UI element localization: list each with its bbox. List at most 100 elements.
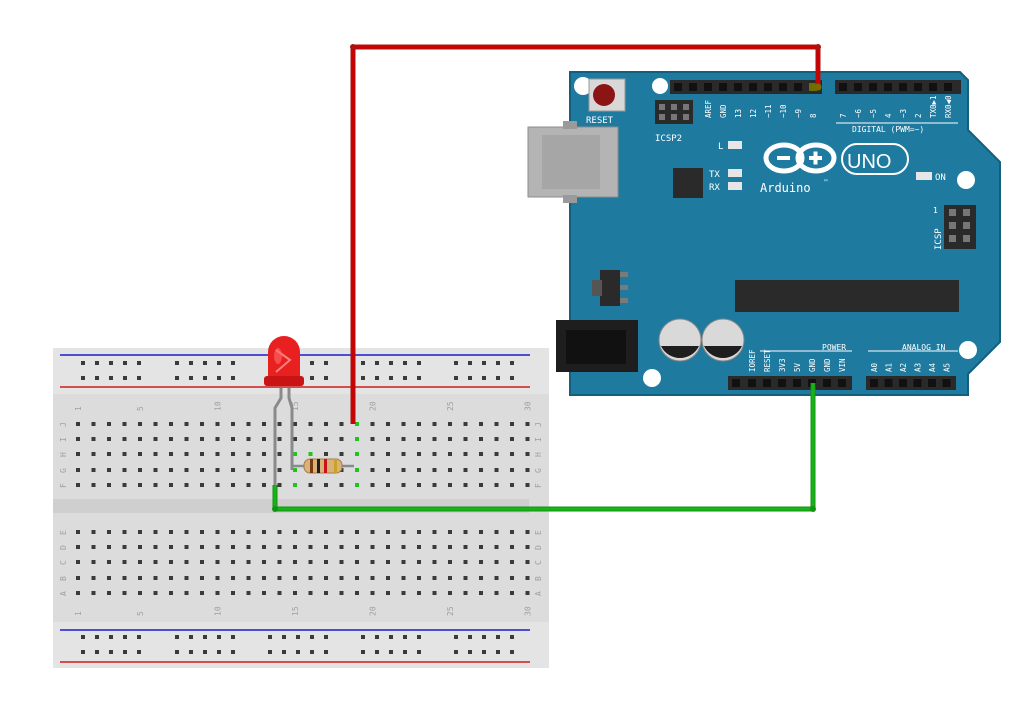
- breadboard-hole: [386, 422, 390, 426]
- row-letter: B: [534, 576, 543, 581]
- analog-pin[interactable]: [928, 379, 936, 387]
- breadboard-hole: [91, 452, 96, 456]
- digital-pin-label: ~3: [899, 109, 908, 118]
- digital-pin[interactable]: [719, 83, 727, 91]
- digital-pin[interactable]: [914, 83, 922, 91]
- rail-hole: [482, 650, 486, 654]
- analog-pin[interactable]: [884, 379, 893, 387]
- breadboard-hole: [479, 437, 483, 441]
- breadboard-hole: [153, 591, 158, 595]
- rail-hole: [217, 650, 221, 654]
- power-pin[interactable]: [838, 379, 846, 387]
- digital-pin-label: GND: [719, 104, 728, 118]
- breadboard-hole: [184, 560, 189, 564]
- analog-pin[interactable]: [942, 379, 951, 387]
- breadboard-hole: [432, 422, 437, 426]
- digital-pin[interactable]: [929, 83, 937, 91]
- breadboard-hole: [91, 437, 96, 441]
- breadboard-hole: [200, 483, 204, 487]
- breadboard-hole: [215, 545, 220, 549]
- digital-pin[interactable]: [944, 83, 952, 91]
- breadboard-hole: [246, 483, 251, 487]
- digital-pin[interactable]: [839, 83, 847, 91]
- reset-button-cap[interactable]: [593, 84, 615, 106]
- breadboard-hole: [463, 468, 468, 472]
- analog-pin[interactable]: [913, 379, 922, 387]
- breadboard-hole: [339, 560, 344, 564]
- breadboard-hole: [510, 560, 514, 564]
- rail-hole: [310, 635, 314, 639]
- rail-hole: [175, 376, 179, 380]
- breadboard-hole: [231, 530, 235, 534]
- power-pin[interactable]: [793, 379, 801, 387]
- breadboard-hole: [370, 560, 375, 564]
- breadboard-hole: [138, 591, 142, 595]
- rail-hole: [217, 635, 221, 639]
- digital-pin[interactable]: [794, 83, 802, 91]
- breadboard-hole: [479, 468, 483, 472]
- column-number: 15: [291, 401, 300, 411]
- power-pin[interactable]: [763, 379, 771, 387]
- analog-pin[interactable]: [870, 379, 878, 387]
- power-pin[interactable]: [778, 379, 786, 387]
- breadboard-hole: [494, 468, 499, 472]
- digital-pin[interactable]: [809, 83, 817, 91]
- breadboard-hole: [184, 437, 189, 441]
- icsp-pin: [963, 235, 970, 242]
- digital-pin[interactable]: [734, 83, 742, 91]
- digital-pin[interactable]: [689, 83, 697, 91]
- column-number: 1: [74, 406, 83, 411]
- digital-pin[interactable]: [779, 83, 787, 91]
- breadboard-hole: [308, 591, 313, 595]
- resistor[interactable]: [292, 458, 354, 474]
- digital-pin[interactable]: [854, 83, 862, 91]
- rail-hole: [81, 635, 85, 639]
- breadboard-hole: [277, 591, 282, 595]
- breadboard-hole: [200, 437, 204, 441]
- rail-hole: [468, 650, 472, 654]
- power-pin[interactable]: [823, 379, 831, 387]
- breadboard-hole: [169, 545, 173, 549]
- column-number: 15: [291, 606, 300, 616]
- column-number: 1: [74, 611, 83, 616]
- breadboard-hole: [308, 545, 313, 549]
- digital-pin[interactable]: [884, 83, 892, 91]
- breadboard-hole: [277, 452, 282, 456]
- breadboard-hole: [463, 483, 468, 487]
- digital-pin[interactable]: [749, 83, 757, 91]
- breadboard-hole: [494, 422, 499, 426]
- rail-hole: [231, 361, 235, 365]
- breadboard-hole: [525, 591, 530, 595]
- rail-hole: [468, 361, 472, 365]
- breadboard-hole: [308, 530, 313, 534]
- digital-pin[interactable]: [869, 83, 877, 91]
- digital-pin[interactable]: [764, 83, 772, 91]
- usb-chip: [673, 168, 703, 198]
- breadboard-hole: [401, 591, 406, 595]
- icsp-pin: [963, 222, 970, 229]
- breadboard-hole: [448, 452, 452, 456]
- rail-hole: [324, 361, 328, 365]
- breadboard-hole: [417, 591, 421, 595]
- breadboard-hole: [386, 591, 390, 595]
- power-pin[interactable]: [748, 379, 756, 387]
- digital-pin[interactable]: [674, 83, 682, 91]
- rail-hole: [203, 650, 207, 654]
- row-letter: D: [534, 545, 543, 550]
- breadboard-hole: [138, 545, 142, 549]
- breadboard-hole: [494, 591, 499, 595]
- usb-tab: [563, 121, 577, 129]
- analog-pin[interactable]: [899, 379, 907, 387]
- column-number: 10: [214, 606, 223, 616]
- breadboard-hole: [308, 576, 313, 580]
- power-pin-label: RESET: [763, 349, 772, 372]
- digital-pin[interactable]: [899, 83, 907, 91]
- breadboard-hole: [184, 576, 189, 580]
- rail-hole: [203, 376, 207, 380]
- red-led[interactable]: [264, 336, 304, 386]
- power-pin[interactable]: [732, 379, 740, 387]
- breadboard-hole: [277, 437, 282, 441]
- digital-pin[interactable]: [704, 83, 712, 91]
- breadboard-hole: [262, 591, 266, 595]
- row-letter: E: [59, 530, 68, 535]
